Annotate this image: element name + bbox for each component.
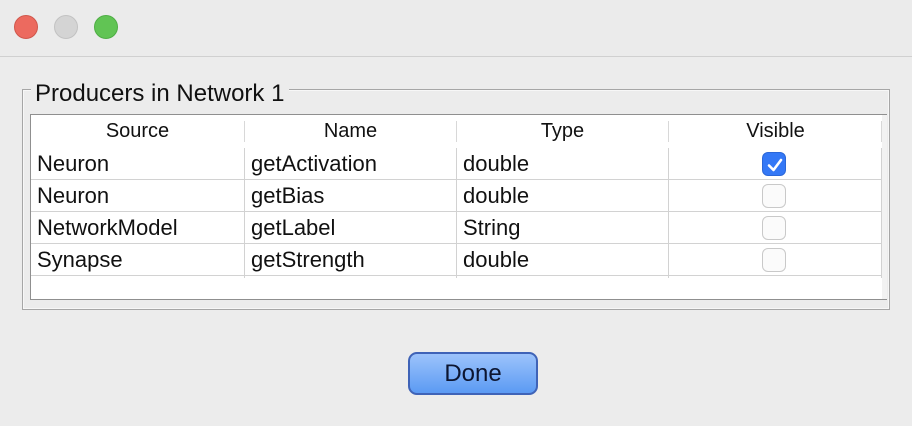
column-header-visible[interactable]: Visible	[746, 120, 805, 142]
checkmark-icon	[767, 158, 783, 172]
close-window-button[interactable]	[14, 15, 38, 39]
table-row[interactable]: Neuron getActivation double	[31, 148, 882, 180]
cell-name: getStrength	[251, 247, 365, 272]
table-scrollbar[interactable]	[882, 115, 887, 299]
header-divider	[881, 121, 882, 142]
column-divider	[456, 148, 457, 278]
producers-table: Source Name Type Visible Neuron getActiva…	[30, 114, 887, 300]
title-bar	[0, 0, 912, 57]
cell-source: NetworkModel	[37, 215, 178, 240]
cell-type: double	[463, 183, 530, 208]
visible-checkbox[interactable]	[762, 184, 786, 208]
done-button[interactable]: Done	[408, 352, 538, 395]
cell-source: Synapse	[37, 247, 123, 272]
group-title: Producers in Network 1	[31, 80, 290, 108]
producers-group-box	[22, 89, 890, 310]
table-row[interactable]: Synapse getStrength double	[31, 244, 882, 276]
cell-source: Neuron	[37, 183, 110, 208]
column-divider	[668, 148, 669, 278]
column-divider	[244, 148, 245, 278]
table-row[interactable]: Neuron getBias double	[31, 180, 882, 212]
column-header-source[interactable]: Source	[105, 120, 170, 142]
cell-type: String	[463, 215, 521, 240]
header-divider	[668, 121, 669, 142]
cell-name: getActivation	[251, 151, 377, 176]
table-row[interactable]: NetworkModel getLabel String	[31, 212, 882, 244]
cell-name: getBias	[251, 183, 325, 208]
column-divider	[881, 148, 882, 278]
visible-checkbox[interactable]	[762, 216, 786, 240]
column-header-name[interactable]: Name	[323, 120, 378, 142]
maximize-window-button[interactable]	[94, 15, 118, 39]
column-header-type[interactable]: Type	[540, 120, 585, 142]
visible-checkbox[interactable]	[762, 152, 786, 176]
header-divider	[244, 121, 245, 142]
header-divider	[456, 121, 457, 142]
table-header: Source Name Type Visible	[31, 115, 882, 148]
visible-checkbox[interactable]	[762, 248, 786, 272]
cell-type: double	[463, 151, 530, 176]
cell-type: double	[463, 247, 530, 272]
cell-source: Neuron	[37, 151, 110, 176]
cell-name: getLabel	[251, 215, 336, 240]
minimize-window-button[interactable]	[54, 15, 78, 39]
